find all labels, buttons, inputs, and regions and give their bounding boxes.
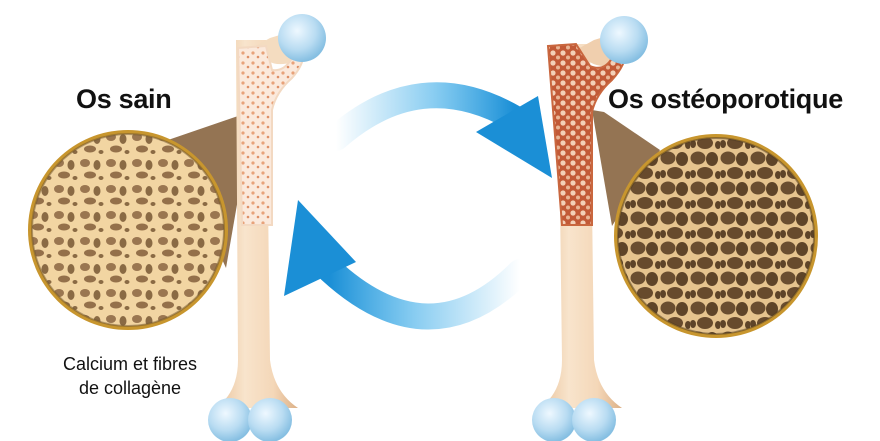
bottom-cycle-arrow <box>330 270 520 317</box>
healthy-bone-marrow <box>238 40 304 225</box>
osteoporotic-bone-magnifier <box>614 134 818 338</box>
circular-arrow-icon <box>284 95 552 316</box>
osteoporotic-condyle-left <box>532 398 576 441</box>
osteoporotic-femoral-head <box>600 16 648 64</box>
osteoporotic-bone-title: Os ostéoporotique <box>608 84 843 115</box>
healthy-condyle-right <box>248 398 292 441</box>
osteoporotic-condyle-right <box>572 398 616 441</box>
healthy-bone-title: Os sain <box>76 84 171 115</box>
healthy-bone-magnifier <box>28 130 228 330</box>
osteoporotic-bone-illustration <box>532 16 818 441</box>
healthy-condyle-left <box>208 398 252 441</box>
caption-line-2: de collagène <box>30 376 230 400</box>
bone-composition-caption: Calcium et fibres de collagène <box>30 352 230 400</box>
caption-line-1: Calcium et fibres <box>30 352 230 376</box>
